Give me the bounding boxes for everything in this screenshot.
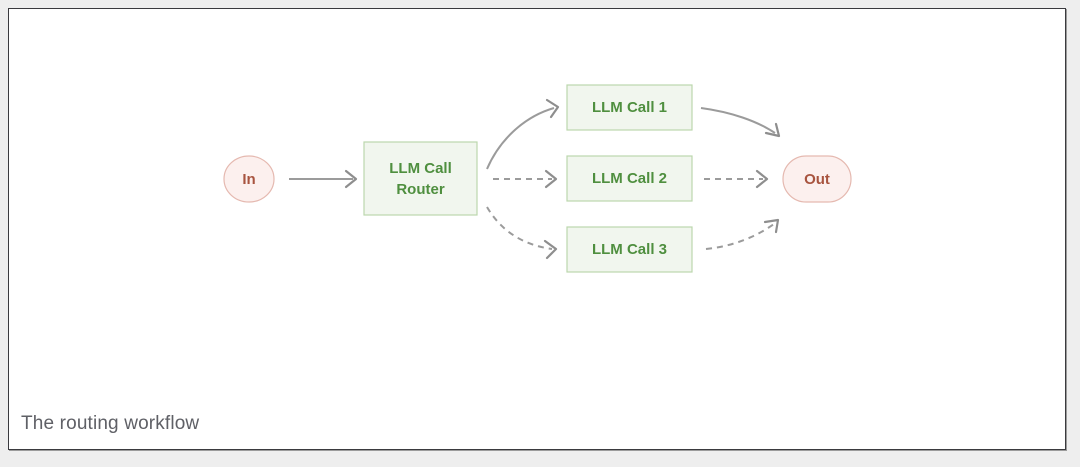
edge-call3-to-out <box>705 218 780 250</box>
node-llm-call-1[interactable]: LLM Call 1 <box>566 84 693 131</box>
edge-call1-to-out <box>700 107 781 138</box>
node-in-shape <box>223 155 275 203</box>
diagram-card: In LLM Call Router LLM Call 1 LLM Call 2… <box>8 8 1066 450</box>
edge-router-to-call1 <box>486 98 560 170</box>
edge-call2-to-out <box>704 169 769 189</box>
edge-router-to-call3 <box>486 206 558 260</box>
node-out[interactable]: Out <box>782 155 852 203</box>
node-in[interactable]: In <box>223 155 275 203</box>
node-out-shape <box>782 155 852 203</box>
node-llm-call-1-label: LLM Call 1 <box>592 99 667 116</box>
node-llm-call-router-label-line1: LLM Call <box>389 160 452 177</box>
node-llm-call-2[interactable]: LLM Call 2 <box>566 155 693 202</box>
edge-in-to-router <box>289 169 358 189</box>
node-llm-call-2-label: LLM Call 2 <box>592 170 667 187</box>
node-llm-call-1-shape <box>566 84 693 131</box>
node-llm-call-3-label: LLM Call 3 <box>592 241 667 258</box>
node-llm-call-3-shape <box>566 226 693 273</box>
node-llm-call-router-label-line2: Router <box>396 181 444 198</box>
node-llm-call-router-shape <box>363 141 478 216</box>
node-in-label: In <box>242 171 255 188</box>
node-llm-call-2-shape <box>566 155 693 202</box>
node-llm-call-3[interactable]: LLM Call 3 <box>566 226 693 273</box>
node-out-label: Out <box>804 171 830 188</box>
routing-workflow-diagram: In LLM Call Router LLM Call 1 LLM Call 2… <box>223 84 852 273</box>
diagram-caption: The routing workflow <box>21 413 200 434</box>
node-llm-call-router[interactable]: LLM Call Router <box>363 141 478 216</box>
edge-router-to-call2 <box>493 169 558 189</box>
